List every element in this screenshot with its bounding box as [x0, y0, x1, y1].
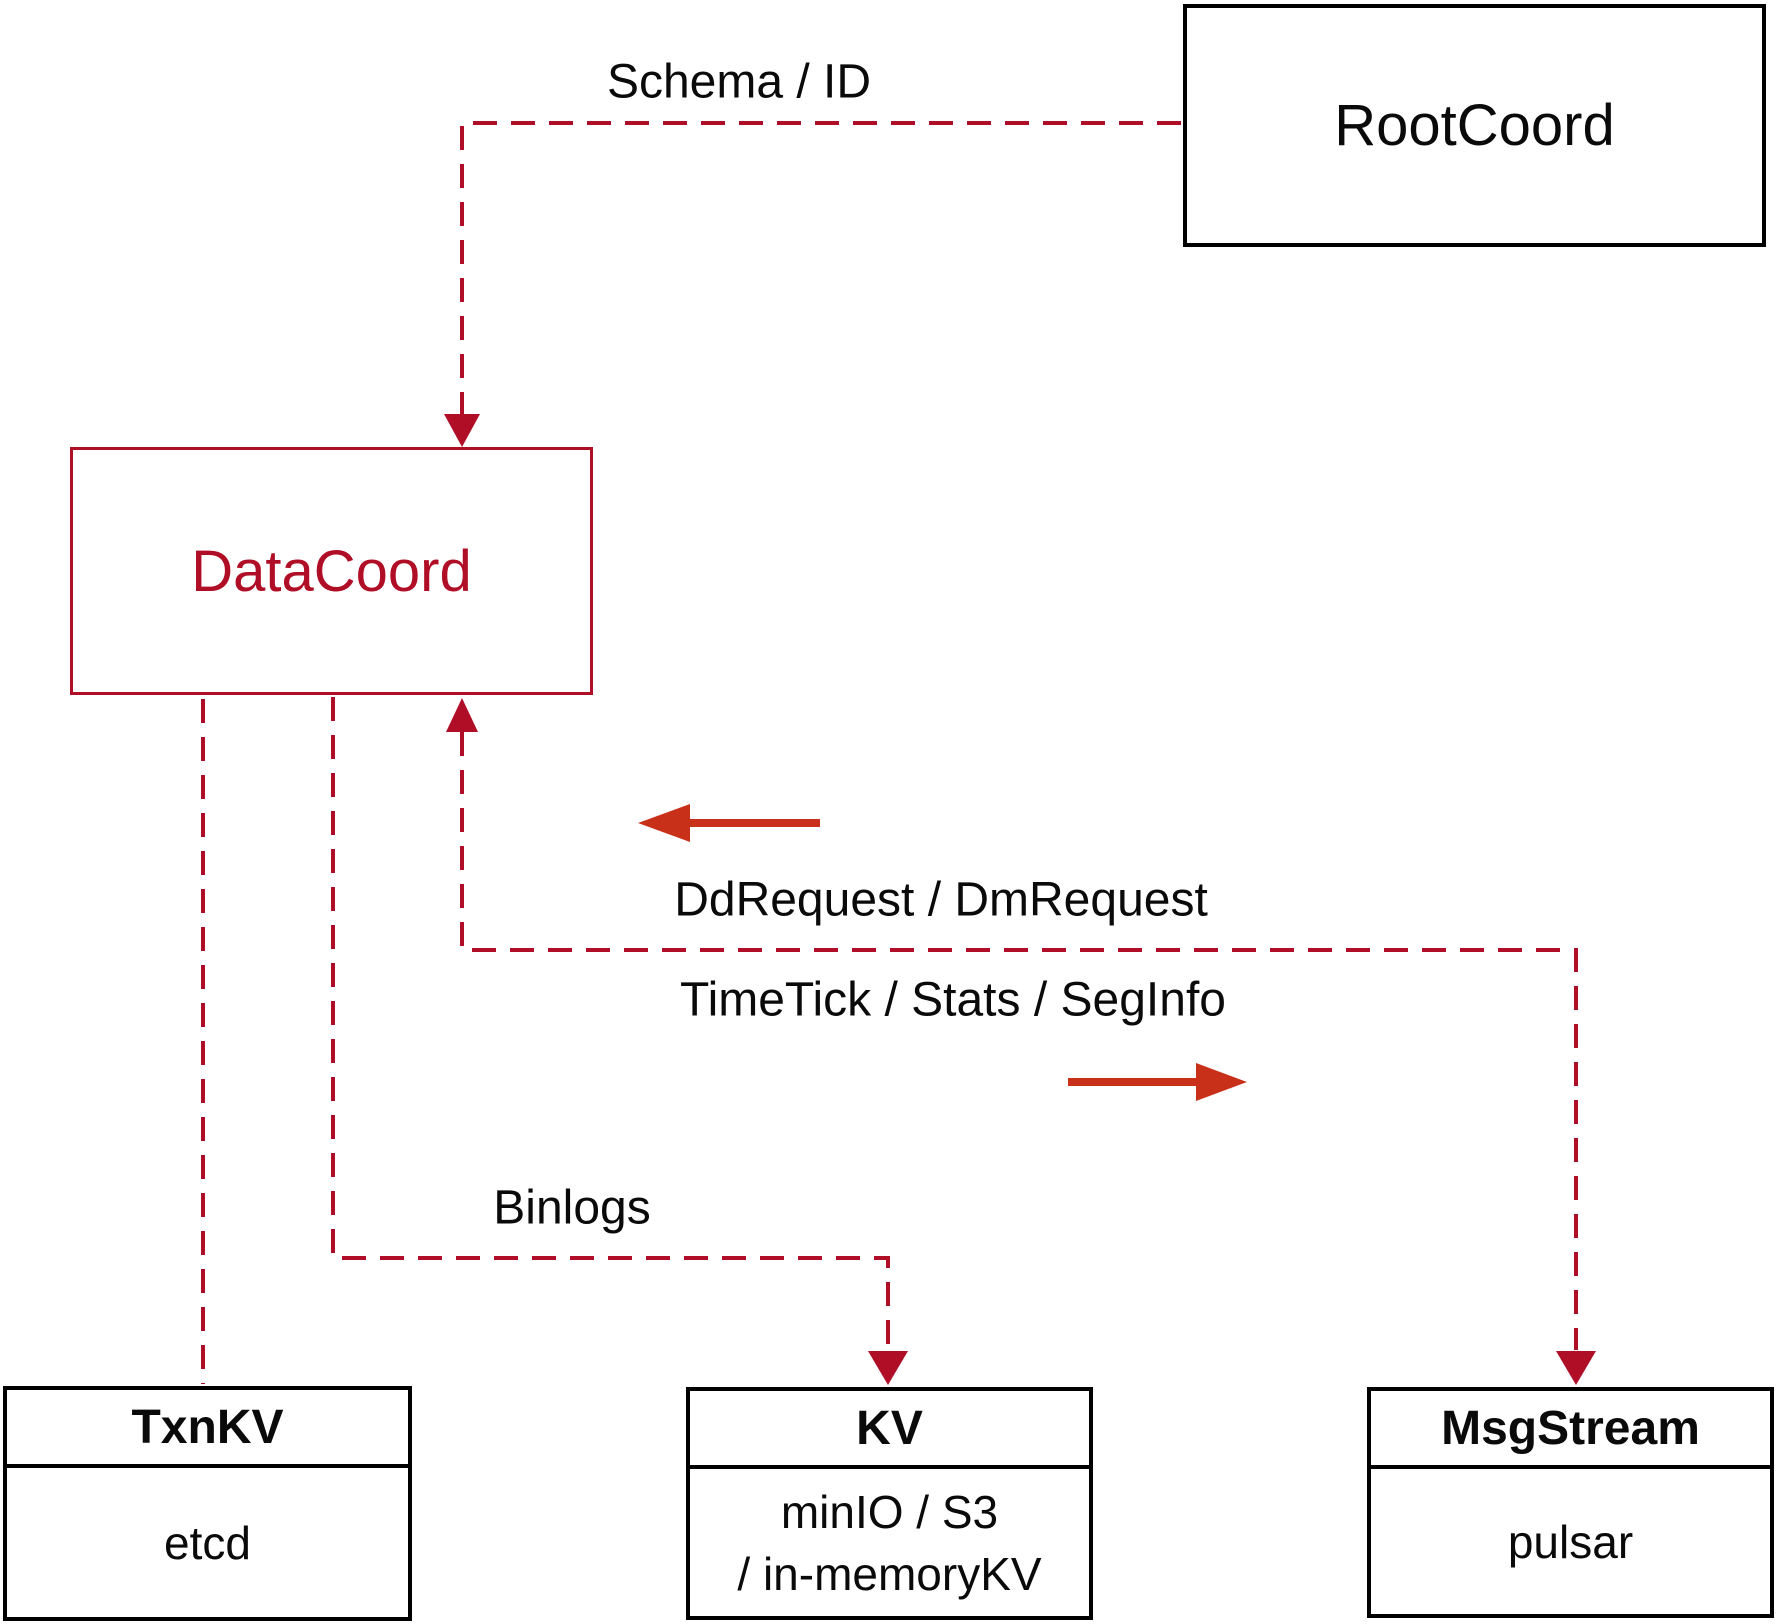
right-direction-arrow-icon: [1196, 1063, 1247, 1101]
edge-label-timetick-stats-seginfo: TimeTick / Stats / SegInfo: [680, 973, 1226, 1027]
edge-label-schema-id: Schema / ID: [606, 55, 872, 109]
node-rootcoord-label: RootCoord: [1334, 93, 1615, 158]
node-txnkv-impl: etcd: [164, 1516, 251, 1569]
node-msgstream-title: MsgStream: [1371, 1391, 1770, 1469]
left-direction-arrow-icon: [638, 804, 690, 842]
arrowhead-into-kv-top-icon: [868, 1351, 908, 1385]
edge-label-ddrequest-dmrequest: DdRequest / DmRequest: [674, 873, 1208, 927]
edge-label-binlogs: Binlogs: [493, 1181, 651, 1235]
node-kv-impl-line1: minIO / S3: [780, 1485, 999, 1538]
edge-datacoord-to-kv: [331, 697, 890, 1350]
node-txnkv: TxnKV etcd: [3, 1386, 412, 1621]
node-msgstream-impl: pulsar: [1507, 1515, 1634, 1568]
arrowhead-into-datacoord-top-icon: [444, 414, 480, 447]
node-kv-title: KV: [690, 1391, 1089, 1469]
node-rootcoord: RootCoord: [1183, 4, 1766, 247]
node-kv: KV minIO / S3 / in-memoryKV: [686, 1387, 1093, 1620]
edge-msgstream-to-datacoord: [460, 732, 1578, 1350]
node-kv-impl-line2: / in-memoryKV: [737, 1547, 1042, 1600]
node-txnkv-title: TxnKV: [7, 1390, 408, 1468]
node-msgstream: MsgStream pulsar: [1367, 1387, 1774, 1618]
arrowhead-into-msgstream-top-icon: [1556, 1351, 1596, 1385]
edge-rootcoord-to-datacoord: [460, 121, 1181, 414]
node-datacoord-label: DataCoord: [191, 538, 472, 604]
arrowhead-into-datacoord-bottom-icon: [446, 698, 478, 732]
node-datacoord: DataCoord: [70, 447, 593, 695]
